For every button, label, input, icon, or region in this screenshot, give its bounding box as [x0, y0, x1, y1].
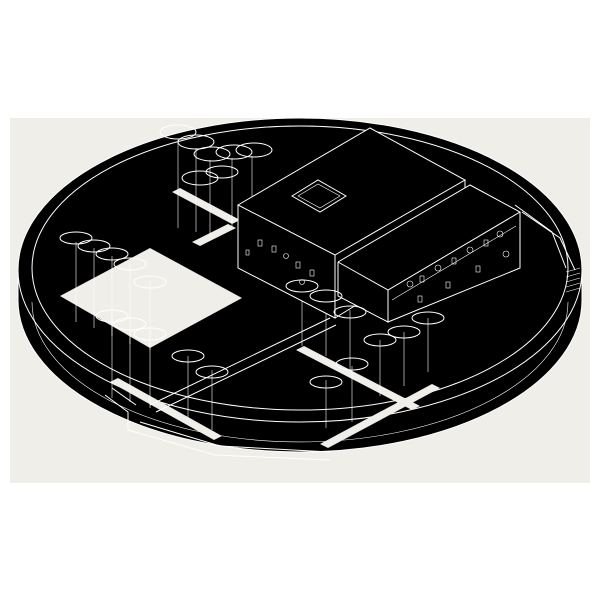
open-square [60, 248, 242, 348]
perimeter-ramps [104, 204, 581, 461]
tree-grove-southwest [95, 309, 229, 379]
tree-grove-southeast [285, 279, 445, 389]
courtyard-opening [291, 179, 347, 213]
tree-grove-north [159, 124, 273, 186]
annex-windows [406, 230, 510, 303]
main-building-windows [245, 239, 315, 285]
walkway-paths [110, 188, 440, 448]
stair-treads [565, 267, 581, 293]
tree-grove-west [59, 231, 167, 289]
pine-tree-groves [59, 124, 445, 389]
